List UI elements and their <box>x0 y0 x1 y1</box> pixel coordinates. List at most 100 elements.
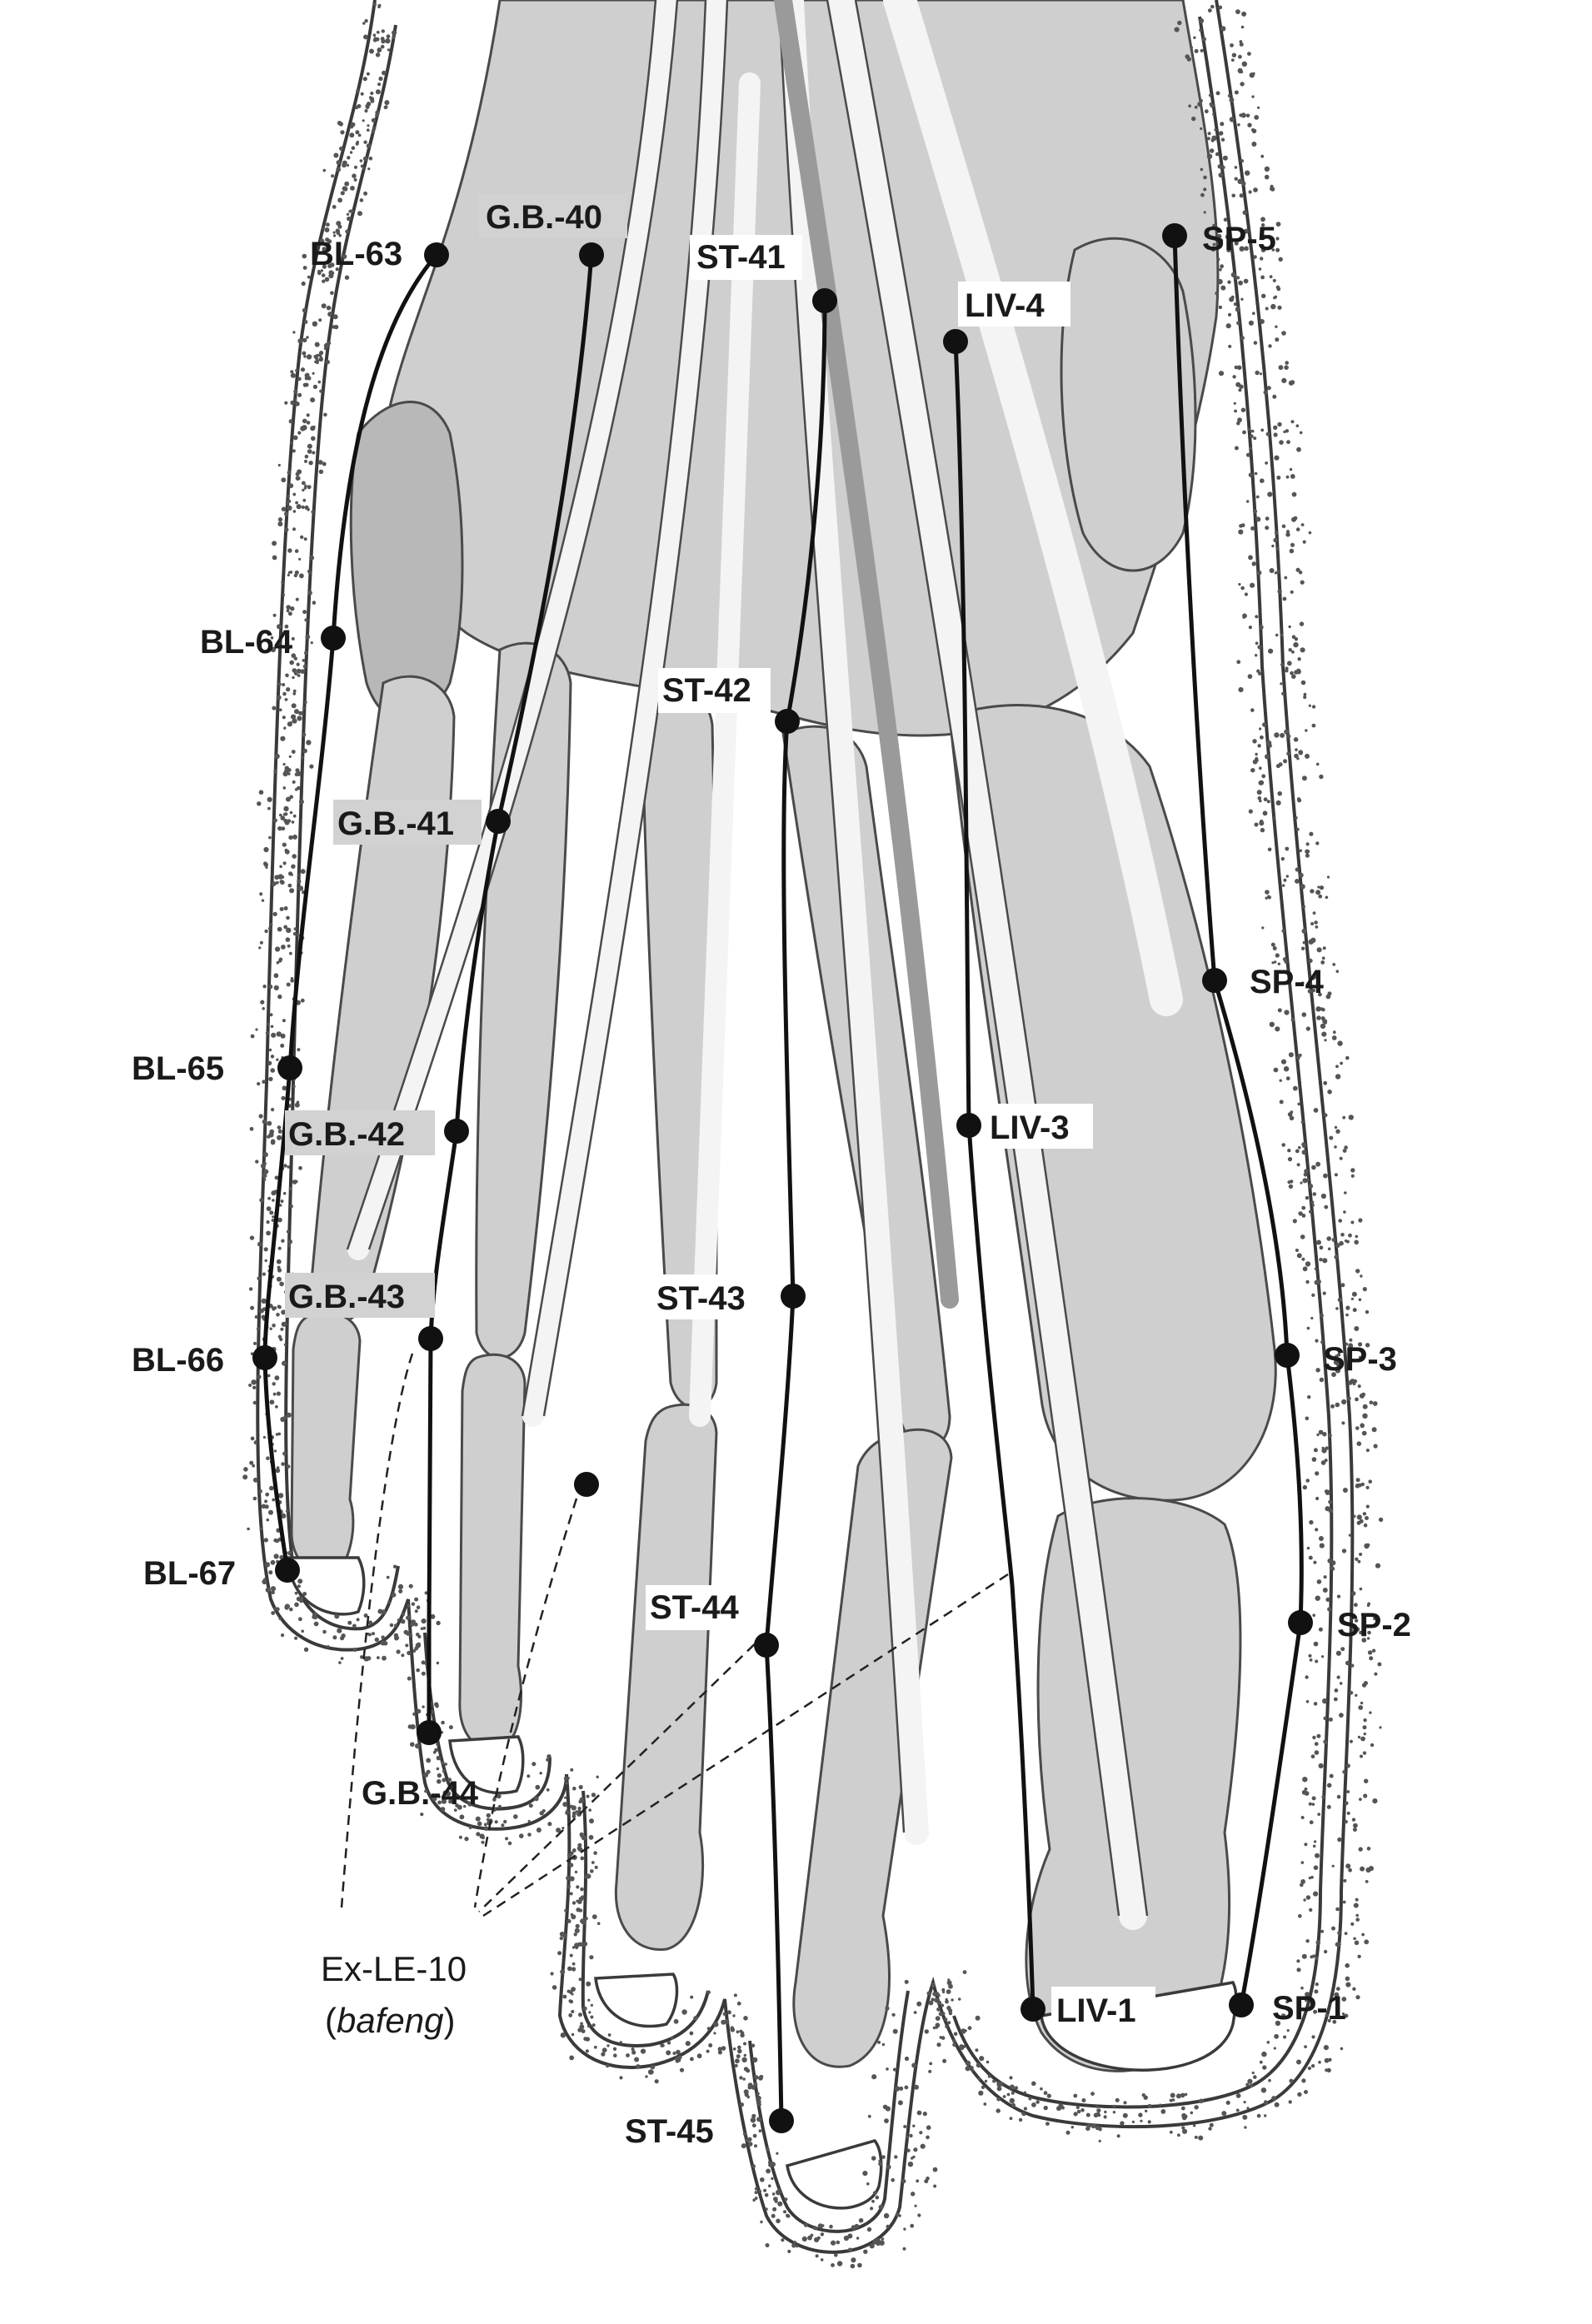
stipple-dot <box>266 1206 272 1211</box>
stipple-dot <box>906 2148 911 2152</box>
stipple-dot <box>448 1799 453 1804</box>
stipple-dot <box>297 885 304 891</box>
stipple-dot <box>578 1908 583 1913</box>
stipple-dot <box>905 2135 909 2139</box>
stipple-dot <box>1318 1763 1324 1768</box>
stipple-dot <box>272 541 277 546</box>
stipple-dot <box>1023 2107 1027 2111</box>
stipple-dot <box>1296 1967 1301 1972</box>
stipple-dot <box>1291 650 1295 654</box>
stipple-dot <box>1295 748 1298 751</box>
stipple-dot <box>1246 2107 1250 2110</box>
stipple-dot <box>289 1204 293 1209</box>
stipple-dot <box>1269 568 1275 573</box>
stipple-dot <box>1234 446 1239 451</box>
stipple-dot <box>338 234 342 237</box>
stipple-dot <box>929 2062 933 2066</box>
stipple-dot <box>1281 524 1286 529</box>
stipple-dot <box>547 1822 552 1827</box>
stipple-dot <box>1319 885 1325 890</box>
stipple-dot <box>606 2064 610 2068</box>
stipple-dot <box>776 2152 779 2155</box>
stipple-dot <box>339 146 343 151</box>
stipple-dot <box>1285 2000 1289 2004</box>
stipple-dot <box>1309 1519 1314 1525</box>
stipple-dot <box>1340 1283 1345 1288</box>
stipple-dot <box>1324 1039 1327 1042</box>
stipple-dot <box>856 2237 860 2240</box>
stipple-dot <box>1309 831 1314 836</box>
stipple-dot <box>1285 361 1289 365</box>
stipple-dot <box>577 1843 582 1848</box>
stipple-dot <box>274 1175 279 1180</box>
stipple-dot <box>1286 734 1291 739</box>
stipple-dot <box>381 1635 386 1639</box>
stipple-dot <box>1310 2064 1315 2068</box>
stipple-dot <box>384 100 390 106</box>
stipple-dot <box>1320 1929 1325 1933</box>
stipple-dot <box>1279 440 1284 445</box>
stipple-dot <box>1265 461 1268 465</box>
stipple-dot <box>1305 1416 1310 1421</box>
stipple-dot <box>1289 1115 1295 1121</box>
stipple-dot <box>531 1762 536 1767</box>
stipple-dot <box>1271 961 1275 965</box>
stipple-dot <box>304 701 307 704</box>
stipple-dot <box>283 1343 287 1347</box>
stipple-dot <box>323 412 327 417</box>
stipple-dot <box>568 2013 573 2017</box>
stipple-dot <box>1184 2092 1188 2097</box>
label-sp3: SP-3 <box>1323 1341 1397 1378</box>
stipple-dot <box>277 1432 282 1436</box>
stipple-dot <box>355 130 360 135</box>
stipple-dot <box>259 1198 264 1203</box>
toenail-5 <box>286 1556 366 1616</box>
stipple-dot <box>1254 822 1259 827</box>
stipple-dot <box>1237 417 1242 423</box>
stipple-dot <box>367 124 370 127</box>
stipple-dot <box>294 398 297 401</box>
stipple-dot <box>386 1575 390 1579</box>
stipple-dot <box>277 624 282 630</box>
stipple-dot <box>256 1327 260 1330</box>
stipple-dot <box>287 548 292 553</box>
stipple-dot <box>252 1477 258 1483</box>
stipple-dot <box>259 940 263 945</box>
stipple-dot <box>1276 476 1281 480</box>
stipple-dot <box>364 18 368 23</box>
stipple-dot <box>1239 40 1243 43</box>
stipple-dot <box>736 2054 741 2059</box>
stipple-dot <box>754 2197 758 2200</box>
stipple-dot <box>586 1794 590 1798</box>
stipple-dot <box>359 198 364 202</box>
stipple-dot <box>261 1314 266 1319</box>
stipple-dot <box>279 1337 283 1342</box>
stipple-dot <box>1218 238 1224 243</box>
stipple-dot <box>307 449 312 454</box>
stipple-dot <box>1301 981 1305 985</box>
point-sp1-dot <box>1229 1992 1254 2017</box>
stipple-dot <box>1159 2103 1162 2107</box>
stipple-dot <box>722 2012 726 2016</box>
stipple-dot <box>1264 2114 1267 2117</box>
stipple-dot <box>272 1215 275 1219</box>
stipple-dot <box>304 651 308 656</box>
stipple-dot <box>904 2085 909 2090</box>
stipple-dot <box>1295 867 1300 872</box>
stipple-dot <box>1310 1955 1314 1959</box>
stipple-dot <box>596 1775 599 1778</box>
stipple-dot <box>268 1048 272 1052</box>
stipple-dot <box>820 2258 824 2262</box>
stipple-dot <box>284 698 288 701</box>
stipple-dot <box>1342 1770 1346 1774</box>
stipple-dot <box>1374 1672 1378 1676</box>
point-st41-dot <box>812 288 837 313</box>
stipple-dot <box>1321 1031 1327 1037</box>
stipple-dot <box>1281 377 1287 383</box>
stipple-dot <box>944 2017 948 2022</box>
stipple-dot <box>1075 2106 1080 2110</box>
stipple-dot <box>1238 686 1244 693</box>
stipple-dot <box>467 1803 472 1807</box>
stipple-dot <box>317 380 322 384</box>
